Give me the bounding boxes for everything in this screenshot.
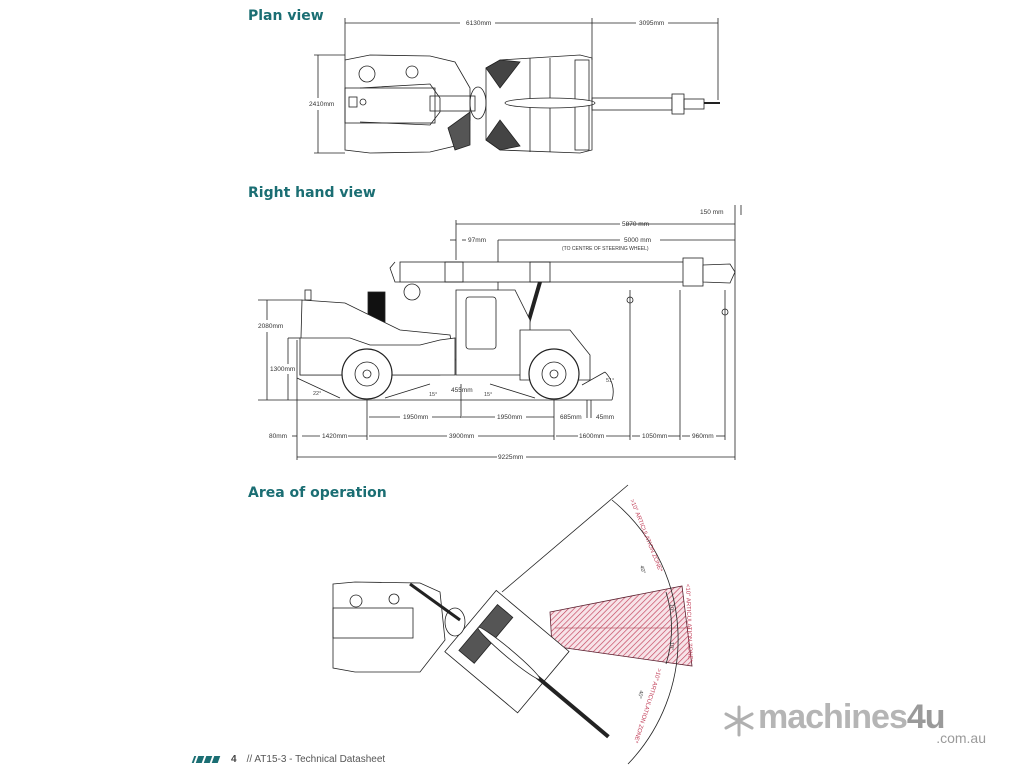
dim-ground-clearance: 455mm — [451, 387, 473, 394]
zone-lower-label: >10° ARTICULATION ZONE* — [632, 667, 662, 744]
dim-plan-width: 2410mm — [309, 101, 334, 108]
angle-mid-lower: 10° — [668, 642, 674, 650]
dim-wheelbase-front: 1950mm — [403, 414, 428, 421]
snowflake-logo-icon — [724, 705, 754, 737]
dim-wheelbase-rear: 1950mm — [497, 414, 522, 421]
dim-80: 80mm — [269, 433, 287, 440]
dim-45: 45mm — [596, 414, 614, 421]
dim-5000-note: (TO CENTRE OF STEERING WHEEL) — [562, 246, 649, 252]
dim-5870: 5870 mm — [622, 221, 649, 228]
dim-1050: 1050mm — [642, 433, 667, 440]
page-number: 4 — [231, 753, 237, 765]
angle-upper: 40° — [638, 565, 646, 575]
dim-960: 960mm — [692, 433, 714, 440]
dim-height-1300: 1300mm — [270, 366, 295, 373]
dim-height-2080: 2080mm — [258, 323, 283, 330]
dim-5000: 5000 mm — [624, 237, 651, 244]
angle-ramp-left: 15° — [429, 392, 437, 398]
dim-overall-9225: 9225mm — [498, 454, 523, 461]
area-of-operation-title: Area of operation — [248, 485, 387, 501]
plan-view-drawing — [314, 18, 720, 154]
right-hand-view-title: Right hand view — [248, 185, 376, 201]
watermark-brand: machines4u — [758, 698, 946, 736]
dim-685: 685mm — [560, 414, 582, 421]
page-footer: 4 // AT15-3 - Technical Datasheet — [191, 752, 386, 766]
angle-mid-upper: 10° — [668, 604, 674, 612]
zone-middle-label: <10° ARTICULATION ZONE* — [684, 584, 693, 663]
angle-approach: 22° — [313, 391, 321, 397]
dim-3900: 3900mm — [449, 433, 474, 440]
dim-150: 150 mm — [700, 209, 723, 216]
brand-bars-icon — [191, 755, 221, 763]
dim-97: 97mm — [468, 237, 486, 244]
zone-upper-label: >10° ARTICULATION ZONE* — [628, 499, 663, 574]
dim-plan-length: 6130mm — [466, 20, 491, 27]
dim-1600: 1600mm — [579, 433, 604, 440]
angle-departure: 51° — [606, 378, 614, 384]
plan-view-title: Plan view — [248, 8, 324, 24]
document-title: // AT15-3 - Technical Datasheet — [246, 753, 386, 765]
machines4u-watermark: machines4u .com.au — [722, 698, 992, 746]
right-hand-view-drawing — [258, 205, 742, 460]
watermark-domain: .com.au — [936, 730, 986, 746]
angle-ramp-right: 15° — [484, 392, 492, 398]
dim-plan-boom: 3095mm — [639, 20, 664, 27]
dim-1420: 1420mm — [322, 433, 347, 440]
angle-lower: 40° — [636, 689, 644, 699]
area-of-operation-drawing — [332, 484, 693, 765]
